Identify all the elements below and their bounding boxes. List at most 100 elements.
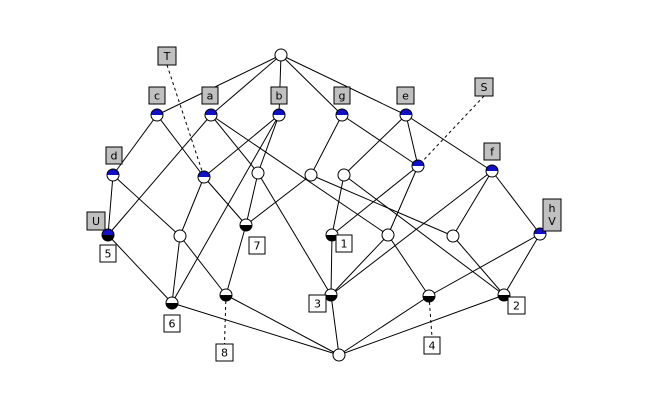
- concept-node-p1: [173, 229, 187, 243]
- concept-node-m3: [337, 168, 351, 182]
- lattice-edge: [210, 114, 389, 236]
- lattice-edge: [387, 234, 430, 297]
- concept-node-n_4: [422, 289, 436, 303]
- lattice-edge: [156, 114, 205, 178]
- node-outline: [422, 289, 436, 303]
- object-label-text: 5: [105, 248, 112, 261]
- attribute-label-n_g: g: [333, 86, 351, 105]
- concept-node-n_g: [335, 108, 349, 122]
- object-half: [498, 295, 510, 301]
- lattice-edge: [112, 114, 158, 176]
- attribute-label-text: T: [163, 50, 171, 63]
- lattice-edge: [107, 114, 212, 236]
- attribute-half: [412, 160, 424, 166]
- attribute-label-box: [333, 86, 351, 105]
- object-half: [326, 235, 338, 241]
- object-label-text: 8: [221, 347, 228, 360]
- object-label-text: 1: [341, 238, 348, 251]
- concept-node-n_2: [497, 288, 511, 302]
- object-label-n_5: 5: [99, 244, 117, 263]
- node-outline: [106, 168, 120, 182]
- attribute-label-n_a: a: [201, 86, 219, 105]
- node-outline: [197, 170, 211, 184]
- lattice-edge: [330, 294, 340, 356]
- concept-node-n_8: [219, 288, 233, 302]
- object-half: [220, 295, 232, 301]
- lattice-edge: [280, 54, 343, 116]
- attribute-label-text: V: [548, 215, 556, 228]
- concept-node-m1: [251, 166, 265, 180]
- concept-node-p3: [446, 229, 460, 243]
- object-label-box: [163, 314, 181, 333]
- edges-layer: [107, 54, 541, 356]
- attribute-half: [205, 109, 217, 115]
- lattice-edge: [156, 54, 282, 116]
- lattice-edge: [503, 233, 541, 296]
- node-outline: [399, 108, 413, 122]
- attribute-label-text: f: [490, 146, 495, 159]
- node-outline: [497, 288, 511, 302]
- attribute-label-box: [157, 46, 177, 66]
- lattice-edge: [330, 234, 389, 296]
- concept-node-n_6: [165, 296, 179, 310]
- lattice-edge: [179, 235, 227, 296]
- concept-node-n_b: [272, 108, 286, 122]
- attribute-label-text: e: [402, 90, 409, 103]
- lattice-edge: [338, 294, 505, 356]
- concept-node-n_S: [411, 159, 425, 173]
- lattice-edge: [245, 174, 312, 226]
- object-label-box: [507, 296, 526, 315]
- attribute-label-n_S: S: [474, 77, 494, 97]
- lattice-edge: [171, 302, 340, 356]
- object-label-text: 3: [314, 298, 321, 311]
- concept-node-n_T: [197, 170, 211, 184]
- object-label-n_1: 1: [335, 234, 353, 253]
- object-half: [423, 296, 435, 302]
- lattice-edge: [225, 294, 340, 356]
- lattice-edge: [405, 114, 493, 172]
- lattice-edge: [491, 170, 541, 235]
- attribute-label-n_hV: hV: [542, 198, 562, 232]
- node-outline: [304, 168, 318, 182]
- attribute-label-n_T: T: [157, 46, 177, 66]
- lattice-edge: [387, 165, 419, 236]
- attribute-label-box: [483, 142, 501, 161]
- object-label-box: [335, 234, 353, 253]
- lattice-edge: [203, 176, 247, 226]
- lattice-edge: [330, 234, 333, 296]
- attribute-label-text: c: [154, 90, 160, 103]
- concept-node-n_a: [204, 108, 218, 122]
- node-outline: [219, 288, 233, 302]
- concept-node-n_c: [150, 108, 164, 122]
- attribute-label-connector: [417, 95, 485, 167]
- attribute-half: [151, 109, 163, 115]
- node-outline: [332, 348, 346, 362]
- node-outline: [411, 159, 425, 173]
- lattice-edge: [331, 174, 345, 236]
- lattice-edge: [171, 235, 181, 304]
- lattice-edge: [112, 174, 181, 237]
- lattice-edge: [405, 114, 419, 167]
- node-outline: [150, 108, 164, 122]
- attribute-label-n_d: d: [105, 146, 123, 165]
- concept-node-bottom: [332, 348, 346, 362]
- lattice-edge: [338, 295, 430, 356]
- object-label-connector: [224, 294, 227, 345]
- attribute-label-text: h: [549, 202, 556, 215]
- object-label-box: [423, 336, 441, 355]
- node-outline: [533, 227, 547, 241]
- node-outline: [381, 228, 395, 242]
- object-half: [325, 295, 337, 301]
- node-outline: [239, 218, 253, 232]
- node-outline: [101, 228, 115, 242]
- object-label-box: [248, 236, 266, 255]
- attribute-label-text: b: [276, 90, 283, 103]
- node-outline: [272, 108, 286, 122]
- attribute-half: [273, 109, 285, 115]
- attribute-half: [336, 109, 348, 115]
- object-label-text: 2: [513, 300, 520, 313]
- lattice-edge: [210, 54, 282, 116]
- attribute-label-n_c: c: [148, 86, 166, 105]
